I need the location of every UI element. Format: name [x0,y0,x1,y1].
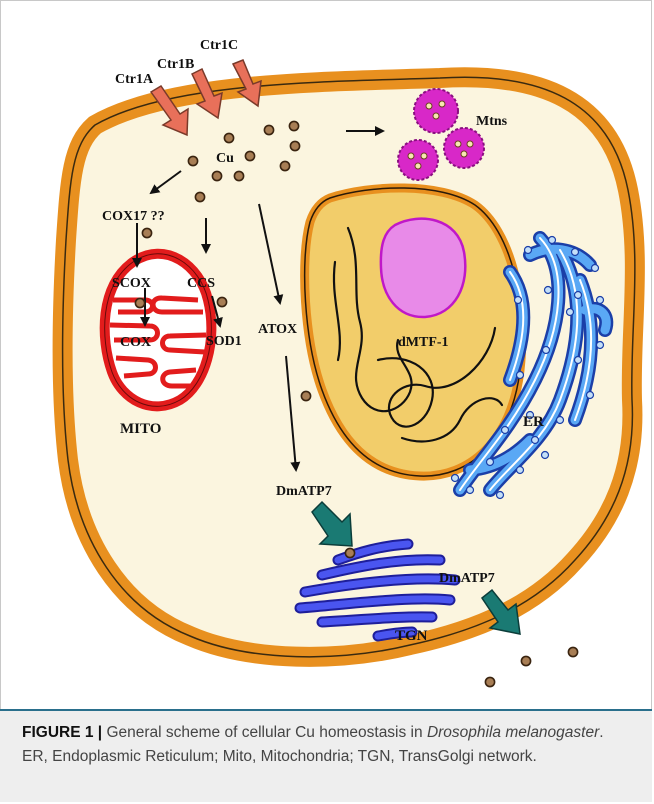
figure-caption: FIGURE 1 | General scheme of cellular Cu… [22,721,632,769]
label-ctr1b: Ctr1B [157,57,194,72]
label-sod1: SOD1 [206,334,242,349]
nucleolus [381,219,465,317]
label-mtns: Mtns [476,114,508,129]
label-tgn: TGN [395,628,428,644]
label-cox: COX [120,335,151,350]
caption-text-1: General scheme of cellular Cu homeostasi… [102,724,427,741]
label-dmatp7-bottom: DmATP7 [439,571,495,586]
label-atox: ATOX [258,322,297,337]
label-mito: MITO [120,421,161,437]
label-cu: Cu [216,151,234,166]
label-ctr1c: Ctr1C [200,38,238,53]
label-cox17: COX17 ?? [102,209,165,224]
caption-rule [0,709,652,711]
label-scox: SCOX [112,276,151,291]
caption-figure-label: FIGURE 1 | [22,724,102,741]
cu-homeostasis-diagram: Ctr1A Ctr1B Ctr1C Mtns dMTF-1 [0,0,654,710]
label-dmtf1: dMTF-1 [398,335,449,350]
label-ctr1a: Ctr1A [115,72,154,87]
label-er: ER [523,414,544,430]
label-dmatp7-top: DmATP7 [276,484,332,499]
caption-species: Drosophila melanogaster [427,724,599,741]
label-ccs: CCS [187,276,215,291]
